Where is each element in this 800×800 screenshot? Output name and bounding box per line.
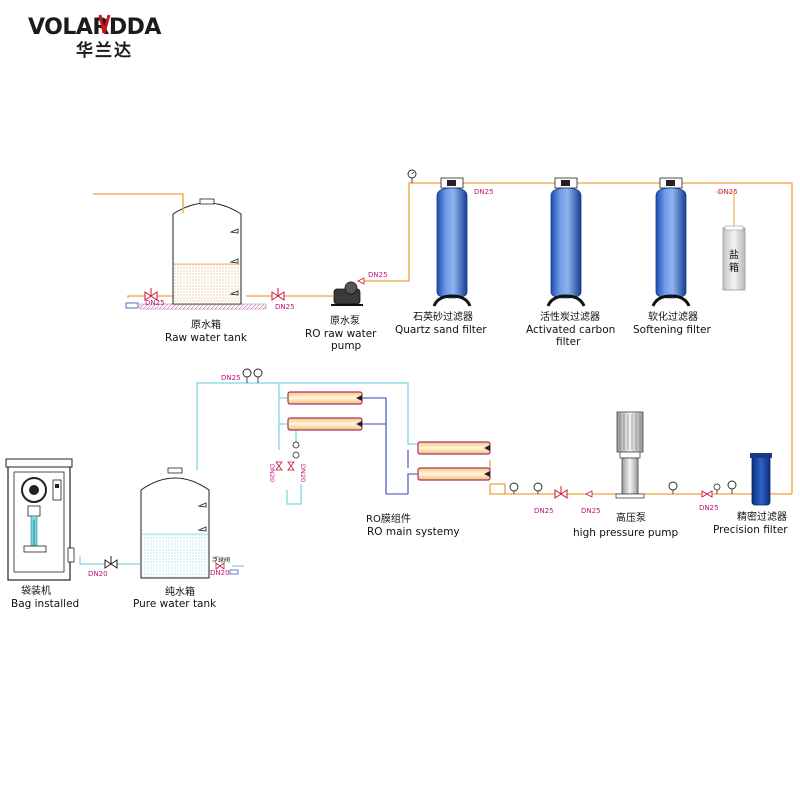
pure-water-tank: 浮球阀 DN20 纯水箱 Pure water tank (133, 467, 239, 610)
raw-tank-valve-size: DN25 (145, 299, 165, 307)
hp-check-valve-icon (585, 490, 593, 498)
ro-label-cn: RO膜组件 (366, 512, 411, 525)
carbon-label-en-2: filter (556, 336, 581, 348)
raw-water-pump: DN25 原水泵 RO raw water pump (305, 271, 388, 352)
pump-check-valve-icon (357, 277, 365, 285)
pure-outlet-size: DN20 (88, 570, 108, 578)
raw-pump-label-cn: 原水泵 (330, 315, 360, 327)
precision-label-en: Precision filter (713, 524, 788, 536)
pump-outlet-size: DN25 (368, 271, 388, 279)
pressure-gauge-icon (242, 368, 263, 383)
brand-name-cn: 华兰达 (76, 40, 133, 61)
hp-inlet-size: DN25 (581, 507, 601, 515)
hp-valve-size: DN25 (534, 507, 554, 515)
precision-filter: 精密过滤器 Precision filter (713, 453, 788, 536)
brand-logo: VOLARDDA 华兰达 (28, 14, 162, 61)
float-valve-label: 浮球阀 (212, 556, 230, 564)
hp-pump-label-cn: 高压泵 (616, 511, 646, 524)
logo-accent-mark (98, 14, 111, 34)
pure-tank-valve-icon (215, 562, 225, 570)
pressure-gauge-icon (407, 169, 417, 183)
pure-water-pipes (27, 382, 418, 567)
precision-inlet-valve-icon (701, 490, 713, 498)
raw-tank-label-en: Raw water tank (165, 332, 248, 344)
reject-pipes (362, 397, 418, 495)
drain-valves: DN20 DN20 (268, 441, 307, 482)
quartz-sand-filter: DN25 石英砂过滤器 Quartz sand filter (395, 177, 494, 336)
bag-machine-label-en: Bag installed (11, 598, 79, 610)
pure-tank-label-cn: 纯水箱 (165, 585, 195, 598)
precision-label-cn: 精密过滤器 (737, 510, 787, 523)
raw-pump-label-en-1: RO raw water (305, 328, 377, 340)
softening-label-en: Softening filter (633, 324, 712, 336)
raw-tank-label-cn: 原水箱 (191, 318, 221, 331)
drain-2-size: DN20 (299, 464, 307, 482)
brand-name: VOLARDDA (28, 15, 161, 40)
carbon-label-en-1: Activated carbon (526, 324, 615, 336)
high-pressure-pump: 高压泵 high pressure pump (573, 411, 678, 539)
softening-label-cn: 软化过滤器 (648, 310, 698, 323)
quartz-label-en: Quartz sand filter (395, 324, 487, 336)
pressure-gauge-icon (713, 480, 737, 494)
pure-inlet-size: DN20 (210, 569, 230, 577)
bag-machine-label-cn: 袋装机 (21, 584, 51, 597)
activated-carbon-filter: 活性炭过滤器 Activated carbon filter (526, 177, 615, 348)
pure-tank-label-en: Pure water tank (133, 598, 217, 610)
precision-inlet-size: DN25 (699, 504, 719, 512)
carbon-label-cn: 活性炭过滤器 (540, 310, 600, 323)
bag-filling-machine: 袋装机 Bag installed (5, 458, 79, 610)
raw-water-tank: DN25 DN25 原水箱 Raw water tank (125, 198, 295, 344)
raw-outlet-size: DN25 (275, 303, 295, 311)
pressure-gauge-icon (668, 481, 678, 494)
ro-label-en: RO main systemy (367, 526, 460, 538)
ro-membrane-system: RO膜组件 RO main systemy (287, 391, 491, 538)
ro-product-size: DN25 (221, 374, 241, 382)
hp-pump-label-en: high pressure pump (573, 527, 678, 539)
quartz-label-cn: 石英砂过滤器 (413, 310, 473, 323)
salt-tank: 盐 箱 (716, 191, 746, 291)
drain-1-size: DN20 (268, 464, 276, 482)
pressure-gauge-icon (509, 482, 543, 494)
filter-header-size: DN25 (474, 188, 494, 196)
salt-tank-label-2: 箱 (729, 261, 739, 274)
softening-filter: DN25 软化过滤器 Softening filter (633, 177, 738, 336)
raw-pump-label-en-2: pump (331, 340, 362, 352)
salt-tank-label-1: 盐 (729, 248, 739, 261)
